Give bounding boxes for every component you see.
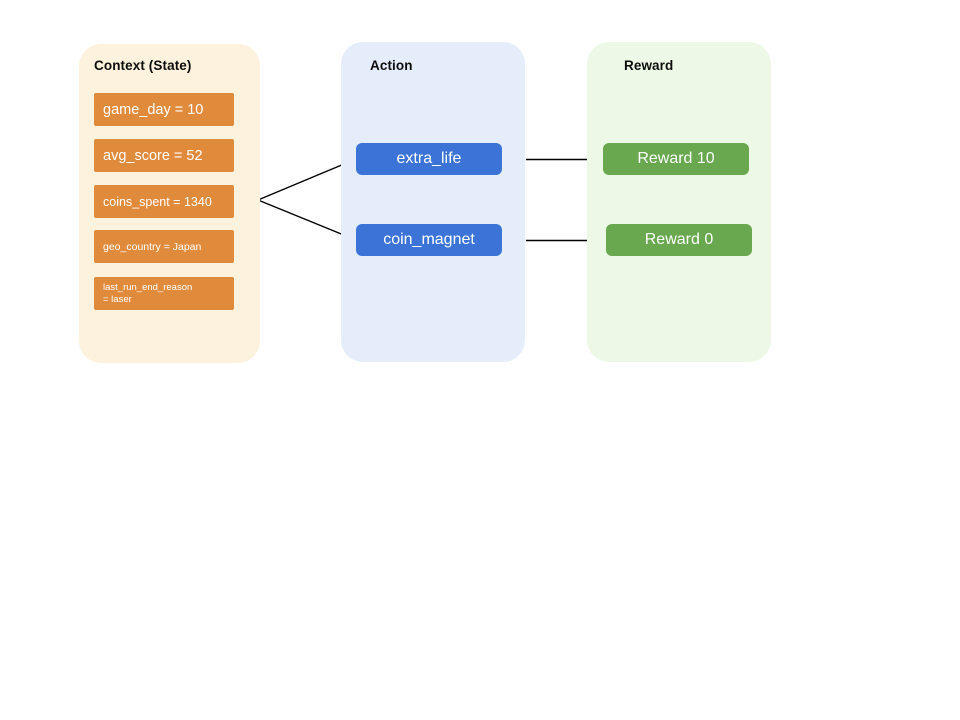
reward-chip-reward-10[interactable]: Reward 10 [603,143,749,175]
action-panel-title: Action [370,58,413,73]
context-chip-geo-country[interactable]: geo_country = Japan [94,230,234,263]
reward-panel [587,42,771,362]
context-chip-game-day[interactable]: game_day = 10 [94,93,234,126]
context-chip-coins-spent[interactable]: coins_spent = 1340 [94,185,234,218]
context-panel-title: Context (State) [94,58,192,73]
action-chip-extra-life[interactable]: extra_life [356,143,502,175]
action-panel [341,42,525,362]
reward-chip-reward-0[interactable]: Reward 0 [606,224,752,256]
context-chip-avg-score[interactable]: avg_score = 52 [94,139,234,172]
context-chip-last-run-end-reason[interactable]: last_run_end_reason = laser [94,277,234,310]
action-chip-coin-magnet[interactable]: coin_magnet [356,224,502,256]
reward-panel-title: Reward [624,58,674,73]
